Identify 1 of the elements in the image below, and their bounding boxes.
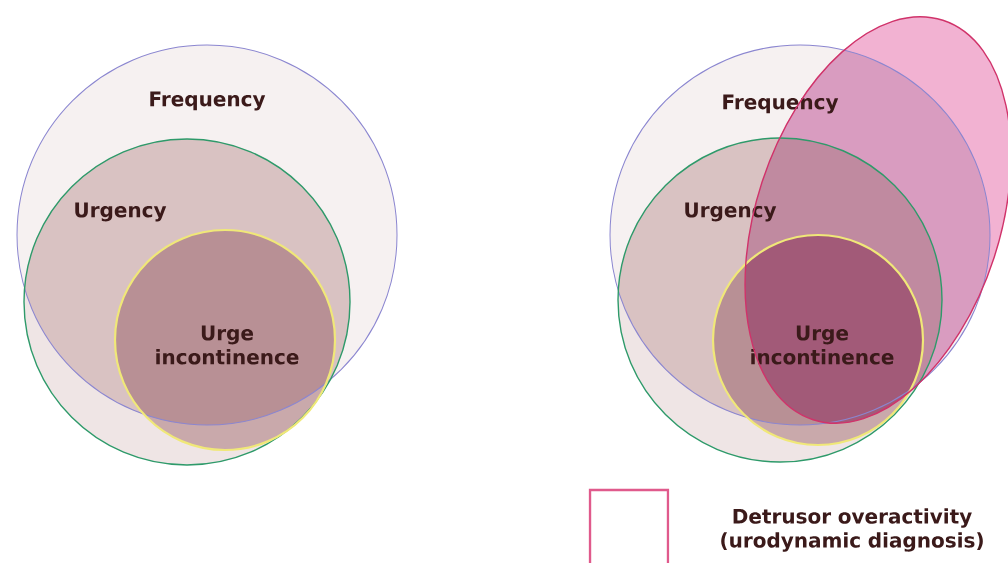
legend-label: Detrusor overactivity (urodynamic diagnosis) <box>721 508 983 552</box>
